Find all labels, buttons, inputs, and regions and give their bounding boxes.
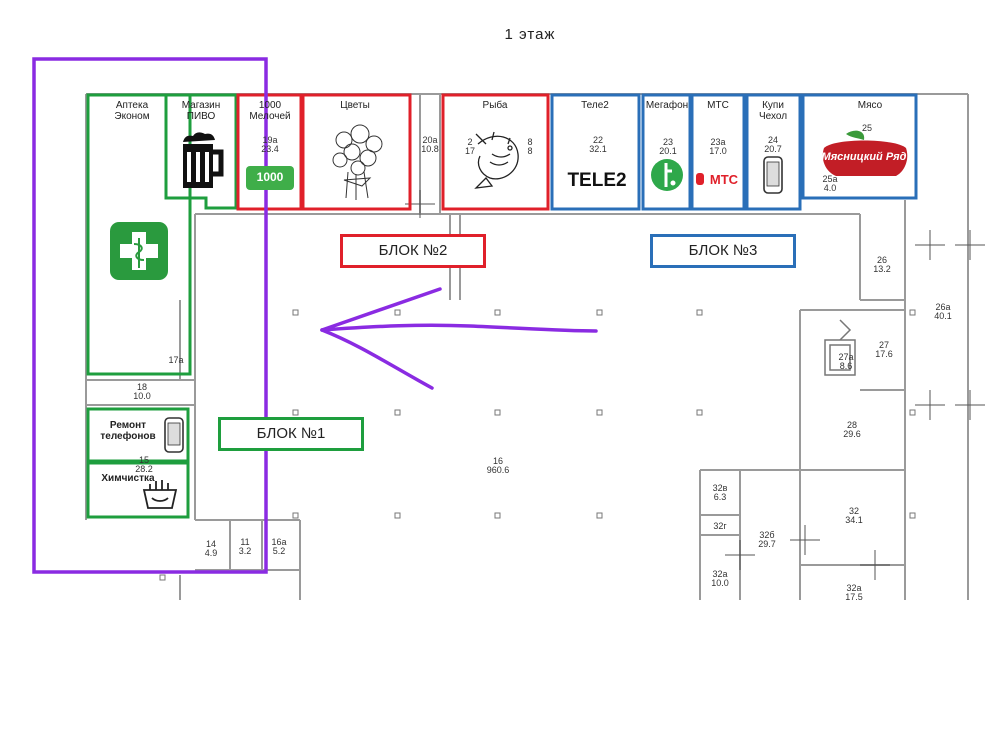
tele2-logo-icon: TELE2: [567, 170, 626, 190]
megafon-room: 23 20.1: [659, 137, 677, 156]
flowers-icon: [332, 124, 383, 200]
room-18: 18 10.0: [133, 382, 151, 401]
block-2-label: БЛОК №2: [340, 234, 486, 268]
room-32a-right: 32а 17.5: [845, 583, 863, 602]
myaso-label: Мясо: [857, 100, 883, 111]
phone-case-icon: [763, 156, 783, 194]
mts-logo-icon: МТС: [696, 172, 739, 187]
room-27: 27 17.6: [875, 340, 893, 359]
melochi-logo-icon: 1000: [246, 166, 294, 190]
room-28: 28 29.6: [843, 420, 861, 439]
megafon-label: Мегафон: [645, 100, 689, 111]
room-26a: 26а 40.1: [934, 302, 952, 321]
room-27a: 27а 8.6: [838, 352, 854, 371]
column-markers: [159, 309, 916, 581]
pivo-label: Магазин ПИВО: [181, 100, 221, 122]
melochi-room: 19а 23.4: [261, 135, 279, 154]
myaso-logo-icon: Мясницкий Ряд: [822, 130, 908, 176]
room-32g: 32г: [713, 521, 727, 531]
mts-outline: [690, 93, 746, 211]
ryba-label: Рыба: [482, 100, 508, 111]
ryba-room-left: 2 17: [464, 137, 475, 156]
cvety-label: Цветы: [340, 100, 370, 111]
room-16a: 16а 5.2: [271, 537, 287, 556]
dry-cleaning-icon: [142, 480, 178, 509]
arrow-icon: [320, 287, 598, 390]
pharmacy-cross-icon: [110, 222, 168, 280]
block-1-label: БЛОК №1: [218, 417, 364, 451]
room-32a-left: 32а 10.0: [711, 569, 729, 588]
room-17a: 17а: [168, 355, 184, 365]
block-3-label: БЛОК №3: [650, 234, 796, 268]
room-11: 11 3.2: [238, 537, 252, 556]
himchistka-label: Химчистка: [101, 473, 155, 484]
cvety-outline: [301, 93, 412, 211]
myaso-room: 25: [861, 123, 872, 133]
pivo-outline: [164, 93, 238, 210]
kupi-outline: [745, 93, 802, 211]
room-32: 32 34.1: [845, 506, 863, 525]
myaso-logo-text: Мясницкий Ряд: [822, 151, 907, 163]
ryba-room-right: 8 8: [527, 137, 533, 156]
walls: [85, 93, 969, 600]
ryba-outline: [441, 93, 550, 211]
floor-title: 1 этаж: [504, 26, 556, 43]
highlight-frame: [32, 57, 268, 574]
myaso-room-25a: 25а 4.0: [822, 174, 838, 193]
tele2-logo-text: TELE2: [567, 170, 626, 190]
remont-outline: [86, 407, 190, 463]
stairs: [824, 319, 856, 376]
megafon-logo-icon: [651, 159, 683, 191]
apteka-label: Аптека Эконом: [114, 100, 150, 122]
beer-mug-icon: [183, 132, 224, 188]
room-16: 16 960.6: [486, 456, 510, 475]
melochi-label: 1000 Мелочей: [249, 100, 291, 122]
svg-text:1000: 1000: [257, 170, 284, 184]
apteka-outline: [86, 93, 192, 376]
remont-label: Ремонт телефонов: [100, 420, 156, 442]
phone-icon: [164, 417, 184, 453]
mts-label: МТС: [707, 100, 729, 111]
melochi-outline: [236, 93, 303, 211]
tele2-label: Теле2: [581, 100, 609, 111]
megafon-outline: [641, 93, 692, 211]
himchistka-outline: [86, 461, 190, 519]
room-20a: 20а 10.8: [421, 135, 439, 154]
tele2-outline: [550, 93, 641, 211]
kupi-room: 24 20.7: [764, 135, 782, 154]
room-32b: 32б 29.7: [758, 530, 776, 549]
room-14: 14 4.9: [204, 539, 218, 558]
tele2-room: 22 32.1: [589, 135, 607, 154]
room-32v: 32в 6.3: [712, 483, 728, 502]
fish-icon: [474, 131, 519, 189]
myaso-outline: [801, 93, 918, 200]
mts-logo-text: МТС: [710, 172, 739, 187]
mts-room: 23а 17.0: [709, 137, 727, 156]
kupi-label: Купи Чехол: [758, 100, 788, 122]
himchistka-room: 15 28.2: [135, 455, 153, 474]
room-26: 26 13.2: [873, 255, 891, 274]
